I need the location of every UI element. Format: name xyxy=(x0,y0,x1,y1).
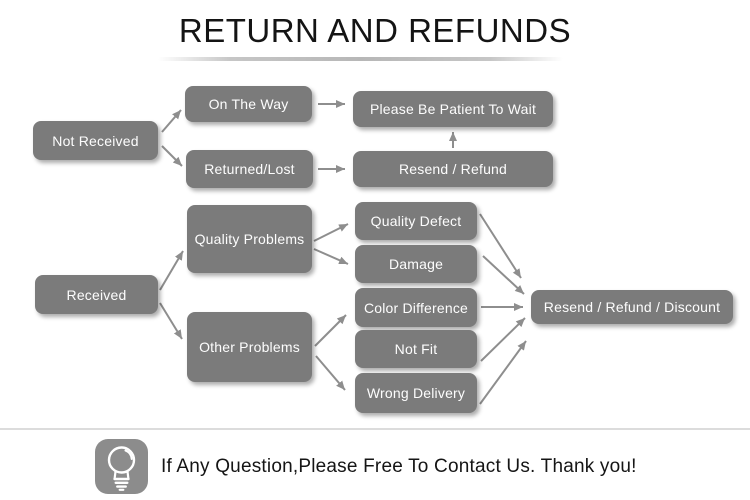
flow-node-not-fit: Not Fit xyxy=(355,330,477,368)
arrow-received-to-quality-problems xyxy=(159,250,184,291)
flow-node-on-the-way: On The Way xyxy=(185,86,312,122)
arrow-not-fit-to-discount xyxy=(480,317,526,362)
flow-node-damage: Damage xyxy=(355,245,477,283)
arrow-wrong-delivery-to-discount xyxy=(479,340,527,405)
arrow-not-received-to-returned-lost xyxy=(161,145,183,167)
flow-node-quality-defect: Quality Defect xyxy=(355,202,477,240)
page-title: RETURN AND REFUNDS xyxy=(178,12,572,49)
arrow-damage-to-discount xyxy=(482,255,525,295)
arrow-other-problems-to-color-difference xyxy=(314,314,347,347)
arrow-quality-defect-to-discount xyxy=(479,213,522,279)
flow-node-quality-problems: Quality Problems xyxy=(187,205,312,273)
flow-node-please-wait: Please Be Patient To Wait xyxy=(353,91,553,127)
flow-node-not-received: Not Received xyxy=(33,121,158,160)
footer-message: If Any Question,Please Free To Contact U… xyxy=(161,455,637,477)
lightbulb-icon xyxy=(95,439,148,494)
arrow-not-received-to-on-the-way xyxy=(161,109,182,133)
arrow-received-to-other-problems xyxy=(159,302,183,340)
arrow-other-problems-to-wrong-delivery xyxy=(315,355,346,391)
arrow-quality-problems-to-quality-defect xyxy=(313,223,349,242)
flow-node-received: Received xyxy=(35,275,158,314)
arrow-quality-problems-to-damage xyxy=(313,248,349,265)
footer: If Any Question,Please Free To Contact U… xyxy=(95,439,637,494)
flow-node-resend-refund-discount: Resend / Refund / Discount xyxy=(531,290,733,324)
footer-divider xyxy=(0,428,750,430)
flow-node-returned-lost: Returned/Lost xyxy=(186,150,313,188)
flow-node-resend-refund: Resend / Refund xyxy=(353,151,553,187)
flow-node-color-difference: Color Difference xyxy=(355,288,477,327)
flow-node-other-problems: Other Problems xyxy=(187,312,312,382)
flow-node-wrong-delivery: Wrong Delivery xyxy=(355,373,477,413)
title-underline xyxy=(158,57,563,61)
